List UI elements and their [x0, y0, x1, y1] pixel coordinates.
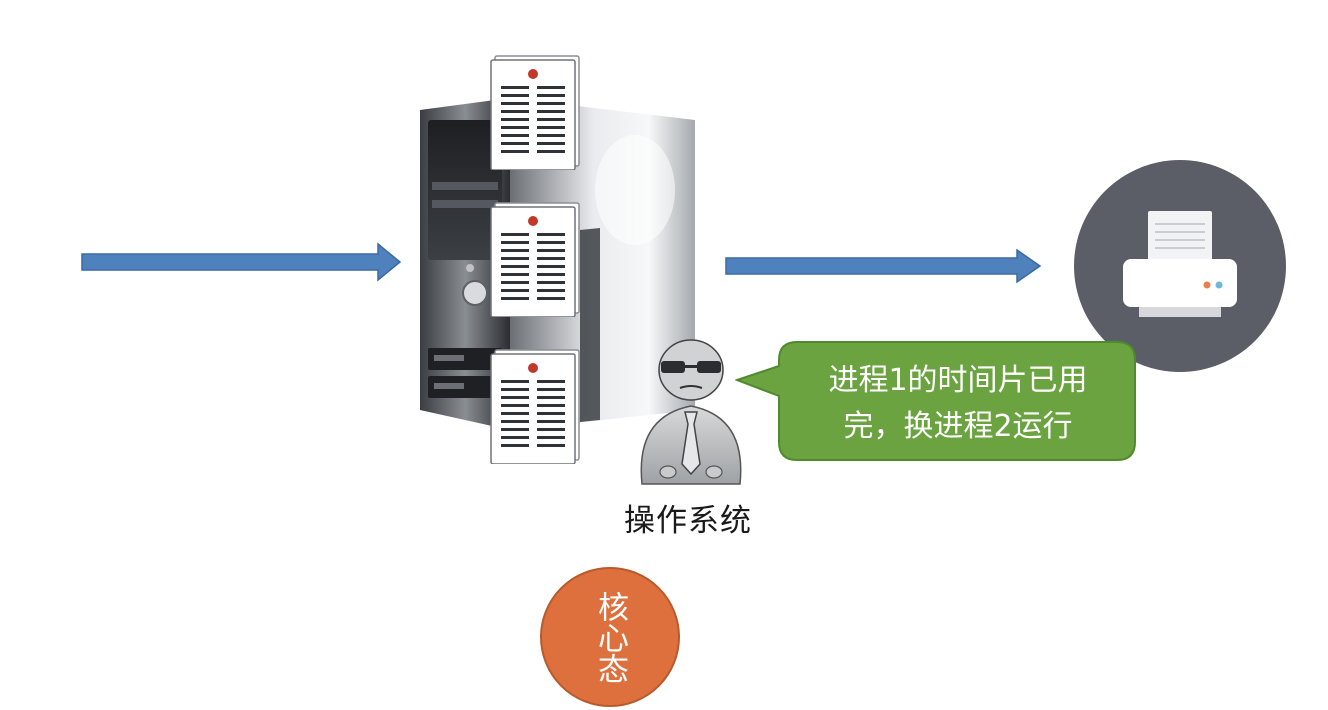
document-icon: [490, 55, 580, 170]
speech-bubble: [735, 341, 1136, 461]
kernel-mode-badge: [540, 567, 680, 707]
input-arrow: [81, 242, 402, 282]
document-icon: [490, 349, 580, 464]
speech-bubble-line-2: 完，换进程2运行: [843, 409, 1073, 444]
operating-system-label: 操作系统: [624, 503, 752, 539]
server-tower-icon: [420, 98, 695, 430]
person-sketch-icon: [640, 339, 742, 485]
document-icon: [490, 202, 580, 317]
kernel-mode-text: 核心态: [592, 590, 628, 684]
output-arrow: [725, 249, 1042, 284]
printer-icon: [1074, 160, 1286, 372]
speech-bubble-text: 进程1的时间片已用 完，换进程2运行: [784, 346, 1132, 462]
speech-bubble-line-1: 进程1的时间片已用: [828, 363, 1088, 398]
kernel-mode-label: 核心态: [540, 572, 680, 702]
